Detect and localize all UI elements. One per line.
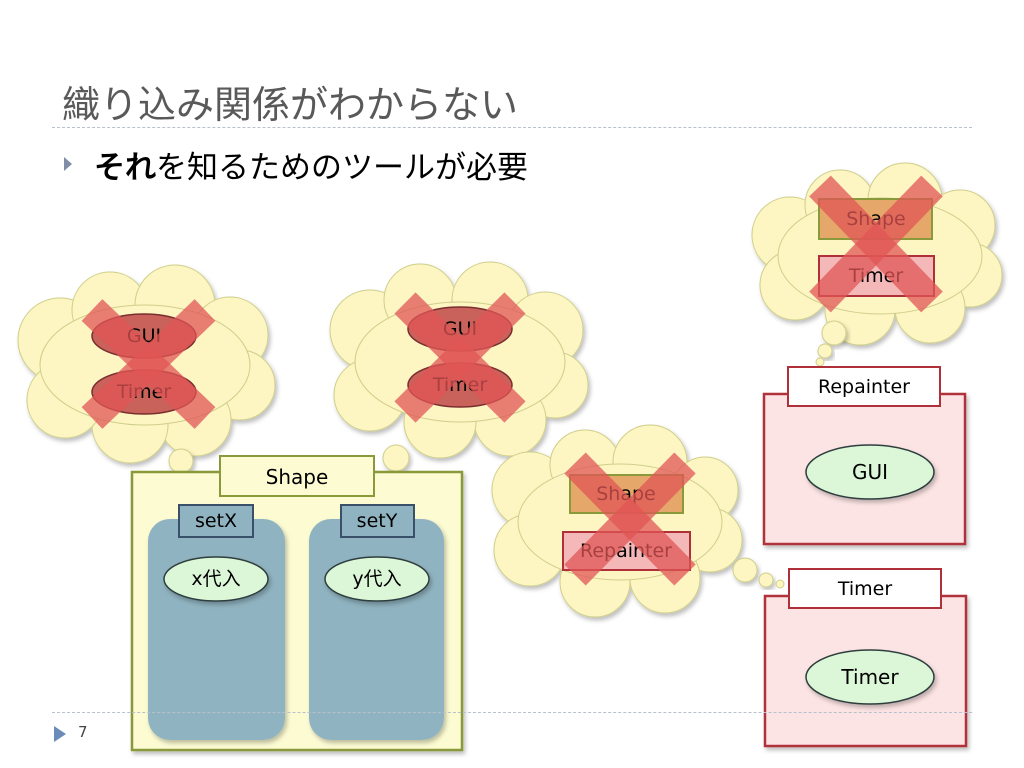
method-sety-label: setY [357, 510, 398, 532]
method-sety-body-label: y代入 [352, 568, 401, 590]
repainter-component: Repainter GUI [762, 366, 967, 546]
cloud1-bubble-icon [168, 448, 194, 474]
title-divider [52, 127, 972, 128]
bullet-text: それを知るためのツールが必要 [94, 142, 528, 187]
repainter-body [805, 444, 935, 500]
method-sety-tab [340, 504, 415, 538]
timer-component-title: Timer [837, 578, 892, 600]
top-right-cloud-bubble-icon [815, 357, 825, 367]
repainter-component-title: Repainter [818, 376, 910, 398]
method-sety-body [324, 556, 430, 602]
page-number: 7 [78, 723, 88, 741]
thought-cloud-top-right: Shape Timer [751, 162, 1003, 367]
shape-component-tab [219, 455, 375, 497]
method-setx-tab [178, 504, 254, 538]
bullet-bold: それ [94, 150, 156, 186]
thought-cloud-1: GUI Timer [17, 264, 276, 503]
middle-cloud-cross-icon [564, 452, 696, 586]
repainter-component-tab [787, 366, 941, 407]
repainter-body-label: GUI [852, 460, 888, 484]
method-sety: setY y代入 [309, 504, 444, 740]
top-right-cloud-bubble-icon [821, 320, 847, 346]
page-arrow-icon [54, 726, 66, 742]
method-setx: setX x代入 [148, 504, 285, 740]
timer-body [805, 649, 935, 705]
bullet-arrow-icon [64, 157, 72, 171]
top-right-cloud-cross-icon [809, 175, 943, 313]
middle-cloud-bubble-icon [758, 572, 774, 588]
method-setx-label: setX [195, 510, 237, 532]
slide-title: 織り込み関係がわからない [62, 83, 519, 127]
cloud2-bubble-icon [382, 444, 410, 472]
bullet-rest: を知るためのツールが必要 [156, 150, 528, 186]
shape-component: Shape setX x代入 setY y代入 [130, 455, 464, 752]
timer-component-tab [788, 568, 942, 609]
top-right-cloud-bubble-icon [817, 343, 833, 359]
cloud2-cross-icon [394, 292, 526, 423]
method-setx-body-label: x代入 [191, 568, 240, 590]
middle-cloud-bubble-icon [732, 557, 758, 583]
timer-body-label: Timer [840, 665, 899, 689]
cloud1-cross-icon [81, 299, 216, 429]
method-setx-body [163, 556, 269, 602]
middle-cloud-bubble-icon [775, 579, 785, 589]
footer-divider [52, 712, 972, 713]
timer-component: Timer Timer [763, 568, 968, 748]
thought-cloud-2: GUI Timer [329, 261, 589, 502]
thought-cloud-middle: Shape Repainter [491, 424, 785, 618]
shape-component-title: Shape [266, 465, 329, 489]
